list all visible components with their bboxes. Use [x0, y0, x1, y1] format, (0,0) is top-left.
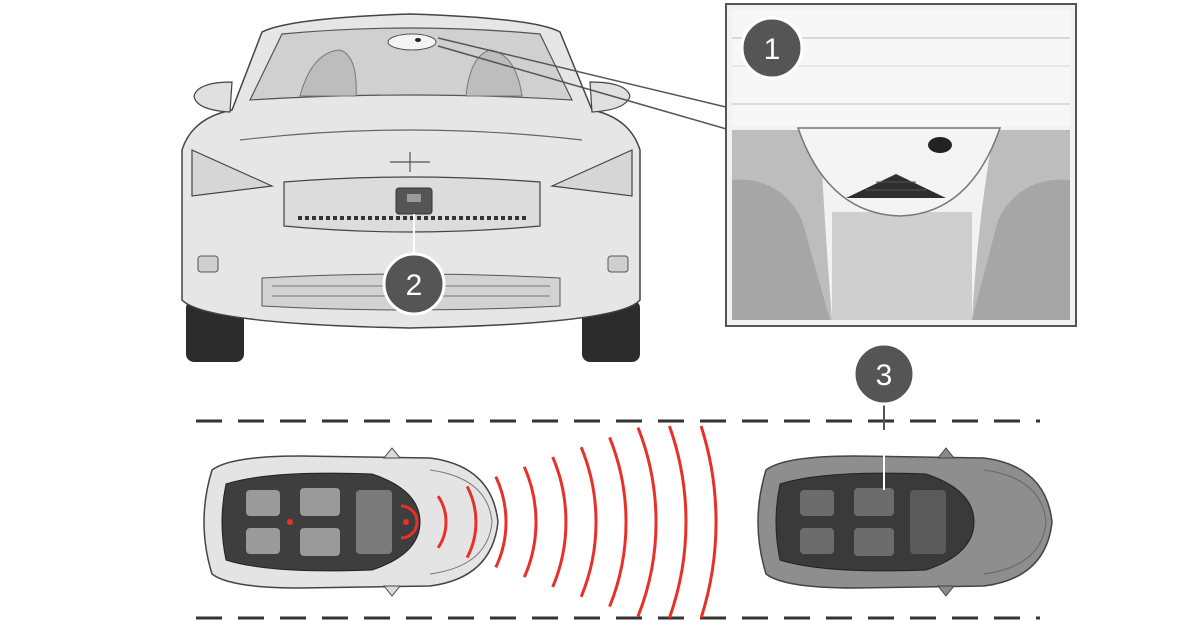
- radar-wave-arc: [608, 436, 628, 608]
- front-view-car: [181, 13, 641, 362]
- radar-wave-arc: [667, 425, 688, 619]
- camera-sensor-window: [846, 174, 946, 198]
- callout-2-badge: [382, 252, 446, 316]
- left-headlight: [191, 149, 275, 197]
- windshield-camera: [387, 33, 437, 51]
- radar-wave-arc: [465, 485, 478, 559]
- radar-wave-arc: [522, 466, 538, 578]
- left-mirror: [193, 81, 233, 113]
- radar-waves: [400, 425, 718, 619]
- inset-leader-bottom: [437, 45, 731, 131]
- right-headlight: [549, 149, 633, 197]
- radar-wave-arc: [400, 504, 419, 540]
- radar-wave-arc: [636, 427, 658, 617]
- callout-3-label: 3: [876, 359, 893, 392]
- radar-wave-arc: [699, 425, 718, 619]
- radar-wave-arc: [579, 446, 598, 598]
- callout-1-label: 1: [764, 33, 781, 66]
- callout-3: 3: [852, 342, 916, 406]
- own-car-top-view: [203, 447, 499, 597]
- radar-wave-arc: [436, 495, 448, 549]
- callout-2-label: 2: [406, 269, 423, 302]
- lead-car-top-view: [757, 400, 1053, 597]
- right-mirror: [589, 81, 631, 113]
- callout-1: 1: [740, 16, 804, 80]
- callout-1-badge: [740, 16, 804, 80]
- radar-wave-arc: [551, 456, 568, 588]
- camera-housing: [796, 127, 1002, 217]
- inset-leader-top: [437, 37, 731, 109]
- camera-lens: [928, 137, 952, 153]
- callout-2: 2: [382, 252, 446, 316]
- callout-3-badge: [852, 342, 916, 406]
- radar-wave-arc: [494, 475, 508, 569]
